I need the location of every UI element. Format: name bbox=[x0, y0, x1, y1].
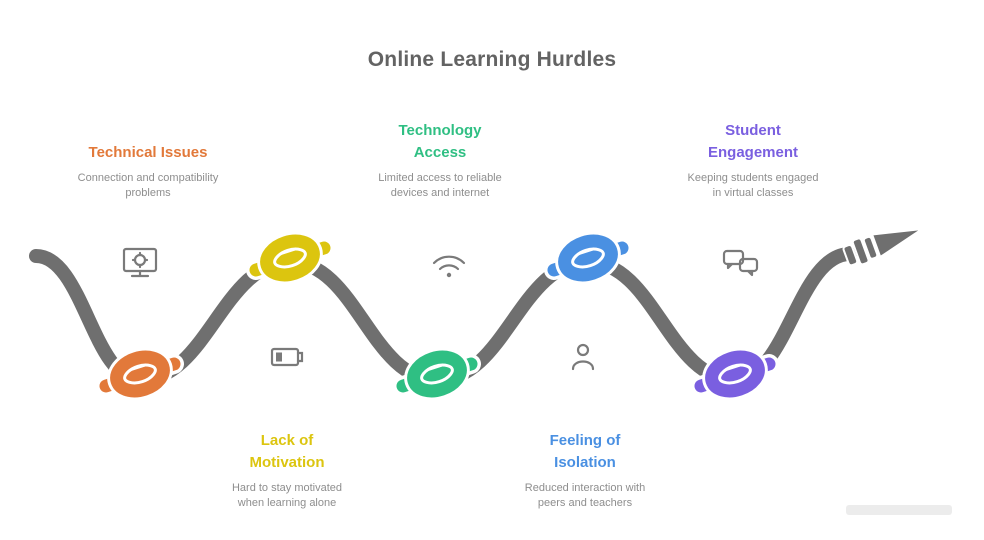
section-technology-access: Technology Access Limited access to reli… bbox=[378, 120, 502, 201]
knot-student-engagement bbox=[691, 347, 779, 401]
heading-line: Technology bbox=[398, 122, 482, 139]
person-icon bbox=[571, 343, 595, 371]
description-line: Keeping students engaged bbox=[687, 172, 819, 184]
section-heading: Student Engagement bbox=[688, 120, 819, 164]
heading-line: Motivation bbox=[249, 454, 325, 471]
rocket-icon bbox=[842, 227, 924, 267]
description-line: problems bbox=[125, 187, 171, 199]
description-line: in virtual classes bbox=[712, 187, 794, 199]
heading-line: Technical Issues bbox=[88, 144, 208, 161]
chat-bubbles-icon bbox=[722, 249, 759, 277]
heading-line: Access bbox=[413, 144, 467, 161]
description-line: Connection and compatibility bbox=[77, 172, 219, 184]
section-heading: Feeling of Isolation bbox=[525, 430, 645, 474]
section-description: Reduced interaction with peers and teach… bbox=[525, 481, 645, 511]
section-heading: Technical Issues bbox=[78, 142, 219, 164]
section-heading: Technology Access bbox=[378, 120, 502, 164]
description-line: when learning alone bbox=[237, 497, 337, 509]
watermark bbox=[846, 505, 952, 515]
knot-technology-access bbox=[393, 347, 481, 401]
description-line: Hard to stay motivated bbox=[231, 482, 343, 494]
section-student-engagement: Student Engagement Keeping students enga… bbox=[688, 120, 819, 201]
description-line: Limited access to reliable bbox=[378, 172, 502, 184]
section-description: Limited access to reliable devices and i… bbox=[378, 171, 502, 201]
wifi-icon bbox=[432, 255, 466, 278]
low-battery-icon bbox=[270, 347, 304, 367]
heading-line: Student bbox=[725, 122, 781, 139]
knot-technical-issues bbox=[96, 347, 184, 401]
description-line: devices and internet bbox=[390, 187, 490, 199]
knot-feeling-of-isolation bbox=[544, 231, 632, 285]
description-line: peers and teachers bbox=[537, 497, 633, 509]
section-description: Connection and compatibility problems bbox=[78, 171, 219, 201]
knot-lack-of-motivation bbox=[246, 231, 334, 285]
section-description: Keeping students engaged in virtual clas… bbox=[688, 171, 819, 201]
description-line: Reduced interaction with bbox=[524, 482, 646, 494]
heading-line: Engagement bbox=[707, 144, 799, 161]
section-description: Hard to stay motivated when learning alo… bbox=[232, 481, 342, 511]
heading-line: Lack of bbox=[260, 432, 314, 449]
monitor-gear-icon bbox=[122, 247, 158, 278]
heading-line: Isolation bbox=[554, 454, 616, 471]
heading-line: Feeling of bbox=[549, 432, 621, 449]
page-title: Online Learning Hurdles bbox=[367, 48, 617, 71]
section-feeling-of-isolation: Feeling of Isolation Reduced interaction… bbox=[525, 430, 645, 511]
section-technical-issues: Technical Issues Connection and compatib… bbox=[78, 142, 219, 201]
section-lack-of-motivation: Lack of Motivation Hard to stay motivate… bbox=[232, 430, 342, 511]
section-heading: Lack of Motivation bbox=[232, 430, 342, 474]
